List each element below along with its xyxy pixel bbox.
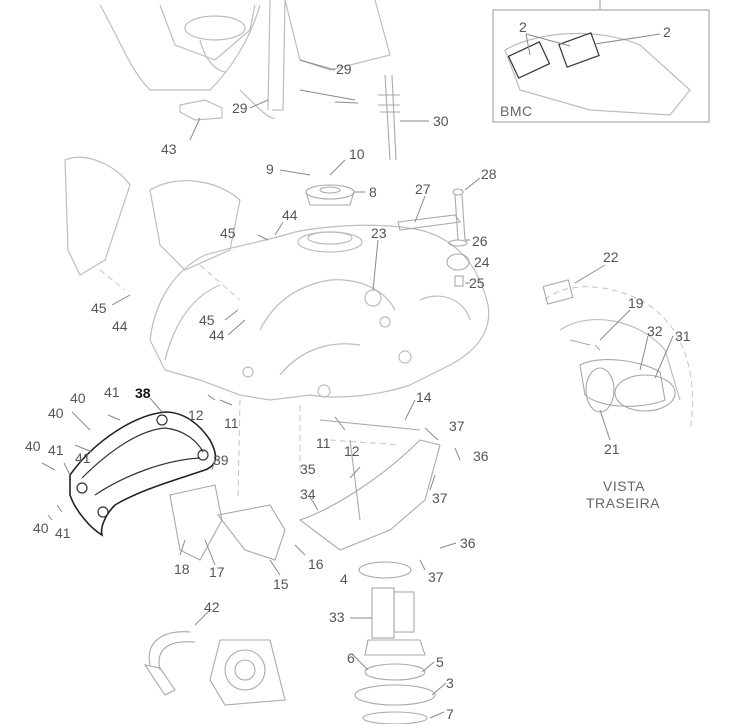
callout-12b: 12 <box>344 443 360 459</box>
callout-45c: 45 <box>199 312 215 328</box>
callout-44a: 44 <box>282 207 298 223</box>
callout-33: 33 <box>329 609 345 625</box>
inset-title: BMC <box>500 103 533 119</box>
callout-26: 26 <box>472 233 488 249</box>
callout-27: 27 <box>415 181 431 197</box>
part-38-cover <box>69 411 217 537</box>
callout-45b: 45 <box>91 300 107 316</box>
callout-21: 21 <box>604 441 620 457</box>
inset-callout-2a: 2 <box>519 19 527 35</box>
callout-7: 7 <box>446 706 454 722</box>
callout-37c: 37 <box>428 569 444 585</box>
callout-40a: 40 <box>70 390 86 406</box>
callout-6: 6 <box>347 650 355 666</box>
callout-25: 25 <box>469 275 485 291</box>
callout-40b: 40 <box>48 405 64 421</box>
part-8-drawing <box>305 184 355 206</box>
callout-29b: 29 <box>232 100 248 116</box>
callout-4: 4 <box>340 571 348 587</box>
callout-38-highlighted: 38 <box>135 385 151 401</box>
rear-view-drawing <box>542 279 694 431</box>
part-30-drawing <box>299 74 400 161</box>
callout-43: 43 <box>161 141 177 157</box>
callout-16: 16 <box>308 556 324 572</box>
parts-24-28-drawing <box>397 188 470 287</box>
rear-view-caption-line2: TRASEIRA <box>586 495 660 511</box>
inset-callout-2b: 2 <box>663 24 671 40</box>
callout-44c: 44 <box>209 327 225 343</box>
callout-15: 15 <box>273 576 289 592</box>
callout-labels: 29 29 30 43 9 10 8 27 28 44 45 23 26 24 … <box>25 61 691 722</box>
callout-31: 31 <box>675 328 691 344</box>
fuel-tank-drawing <box>149 224 490 501</box>
callout-34: 34 <box>300 486 316 502</box>
callout-22: 22 <box>603 249 619 265</box>
callout-3: 3 <box>446 675 454 691</box>
upper-assembly-drawing <box>99 0 391 121</box>
callout-42: 42 <box>204 599 220 615</box>
callout-5: 5 <box>436 654 444 670</box>
callout-36a: 36 <box>473 448 489 464</box>
callout-40c: 40 <box>25 438 41 454</box>
callout-40d: 40 <box>33 520 49 536</box>
callout-37b: 37 <box>432 490 448 506</box>
callout-32: 32 <box>647 323 663 339</box>
fuel-pump-drawing <box>354 561 436 724</box>
callout-17: 17 <box>209 564 225 580</box>
callout-36b: 36 <box>460 535 476 551</box>
callout-41b: 41 <box>48 442 64 458</box>
side-panels <box>64 156 241 301</box>
rear-view-caption-line1: VISTA <box>603 478 645 494</box>
callout-24: 24 <box>474 254 490 270</box>
callout-41a: 41 <box>104 384 120 400</box>
callout-12a: 12 <box>188 407 204 423</box>
callout-9: 9 <box>266 161 274 177</box>
callout-11a: 11 <box>224 415 239 431</box>
bmc-inset: 2 2 BMC <box>492 0 710 123</box>
callout-11b: 11 <box>316 435 331 451</box>
callout-10: 10 <box>349 146 365 162</box>
callout-44b: 44 <box>112 318 128 334</box>
callout-19: 19 <box>628 295 644 311</box>
callout-23: 23 <box>371 225 387 241</box>
callout-8: 8 <box>369 184 377 200</box>
callout-41d: 41 <box>55 525 71 541</box>
callout-41c: 41 <box>75 450 91 466</box>
callout-30: 30 <box>433 113 449 129</box>
callout-35: 35 <box>300 461 316 477</box>
lower-covers-drawing <box>169 419 441 561</box>
callout-37a: 37 <box>449 418 465 434</box>
callout-39: 39 <box>213 452 229 468</box>
callout-45a: 45 <box>220 225 236 241</box>
callout-14: 14 <box>416 389 432 405</box>
leader-lines <box>41 59 674 719</box>
callout-28: 28 <box>481 166 497 182</box>
throttle-body-drawing <box>143 631 286 706</box>
callout-18: 18 <box>174 561 190 577</box>
callout-29a: 29 <box>336 61 352 77</box>
